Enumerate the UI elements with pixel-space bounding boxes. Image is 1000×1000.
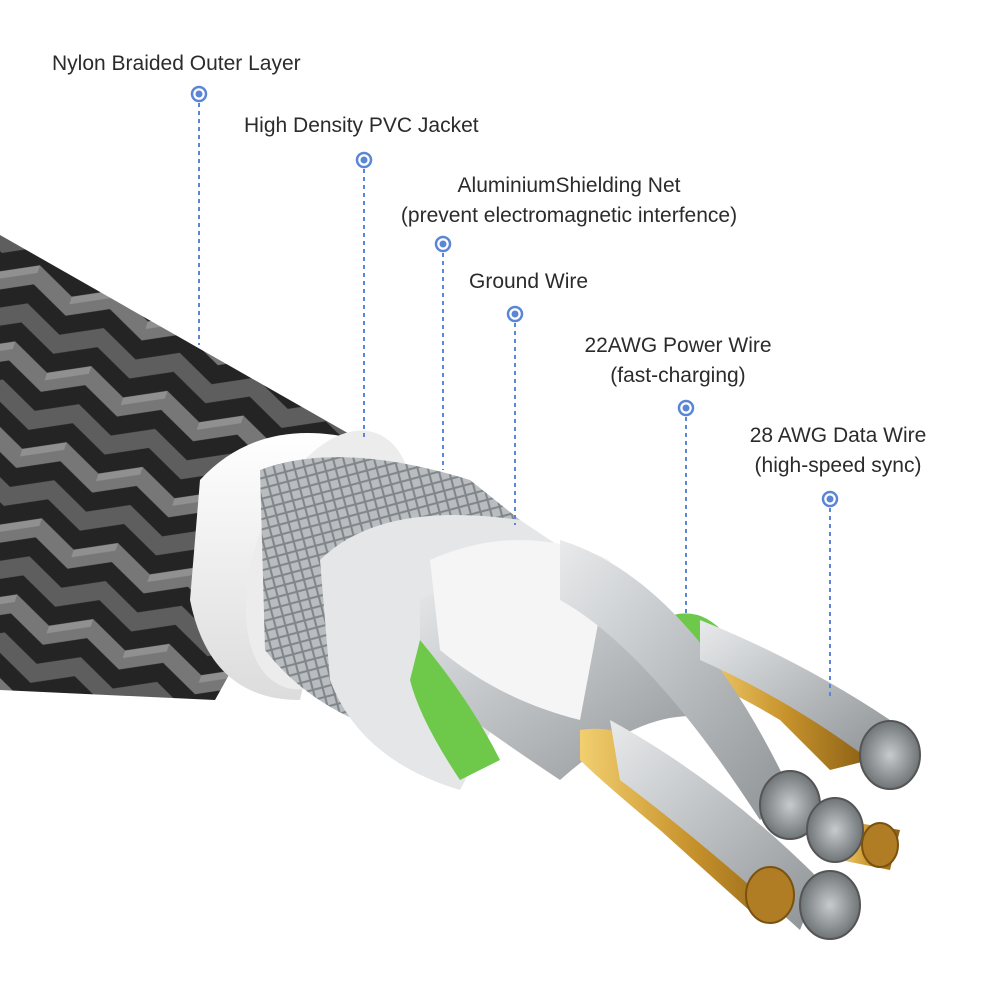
label-line: 22AWG Power Wire [584, 334, 772, 357]
power-wire-end [745, 866, 795, 924]
leader-lines [198, 103, 831, 700]
label-aluminium-shielding-net: AluminiumShielding Net (prevent electrom… [378, 171, 760, 231]
label-line: (prevent electromagnetic interfence) [400, 204, 738, 227]
label-line: High Density PVC Jacket [244, 114, 479, 137]
label-line: Nylon Braided Outer Layer [52, 52, 301, 75]
label-power-wire: 22AWG Power Wire (fast-charging) [567, 331, 789, 391]
leader-dots [190, 85, 839, 508]
label-data-wire: 28 AWG Data Wire (high-speed sync) [734, 421, 942, 481]
label-ground-wire: Ground Wire [469, 267, 588, 297]
label-line: 28 AWG Data Wire [749, 424, 927, 447]
label-line: AluminiumShielding Net [457, 174, 681, 197]
label-line: Ground Wire [469, 270, 589, 293]
label-high-density-pvc-jacket: High Density PVC Jacket [244, 111, 479, 141]
label-line: (high-speed sync) [754, 454, 922, 477]
label-line: (fast-charging) [610, 364, 746, 387]
label-nylon-braided-outer-layer: Nylon Braided Outer Layer [52, 49, 301, 79]
